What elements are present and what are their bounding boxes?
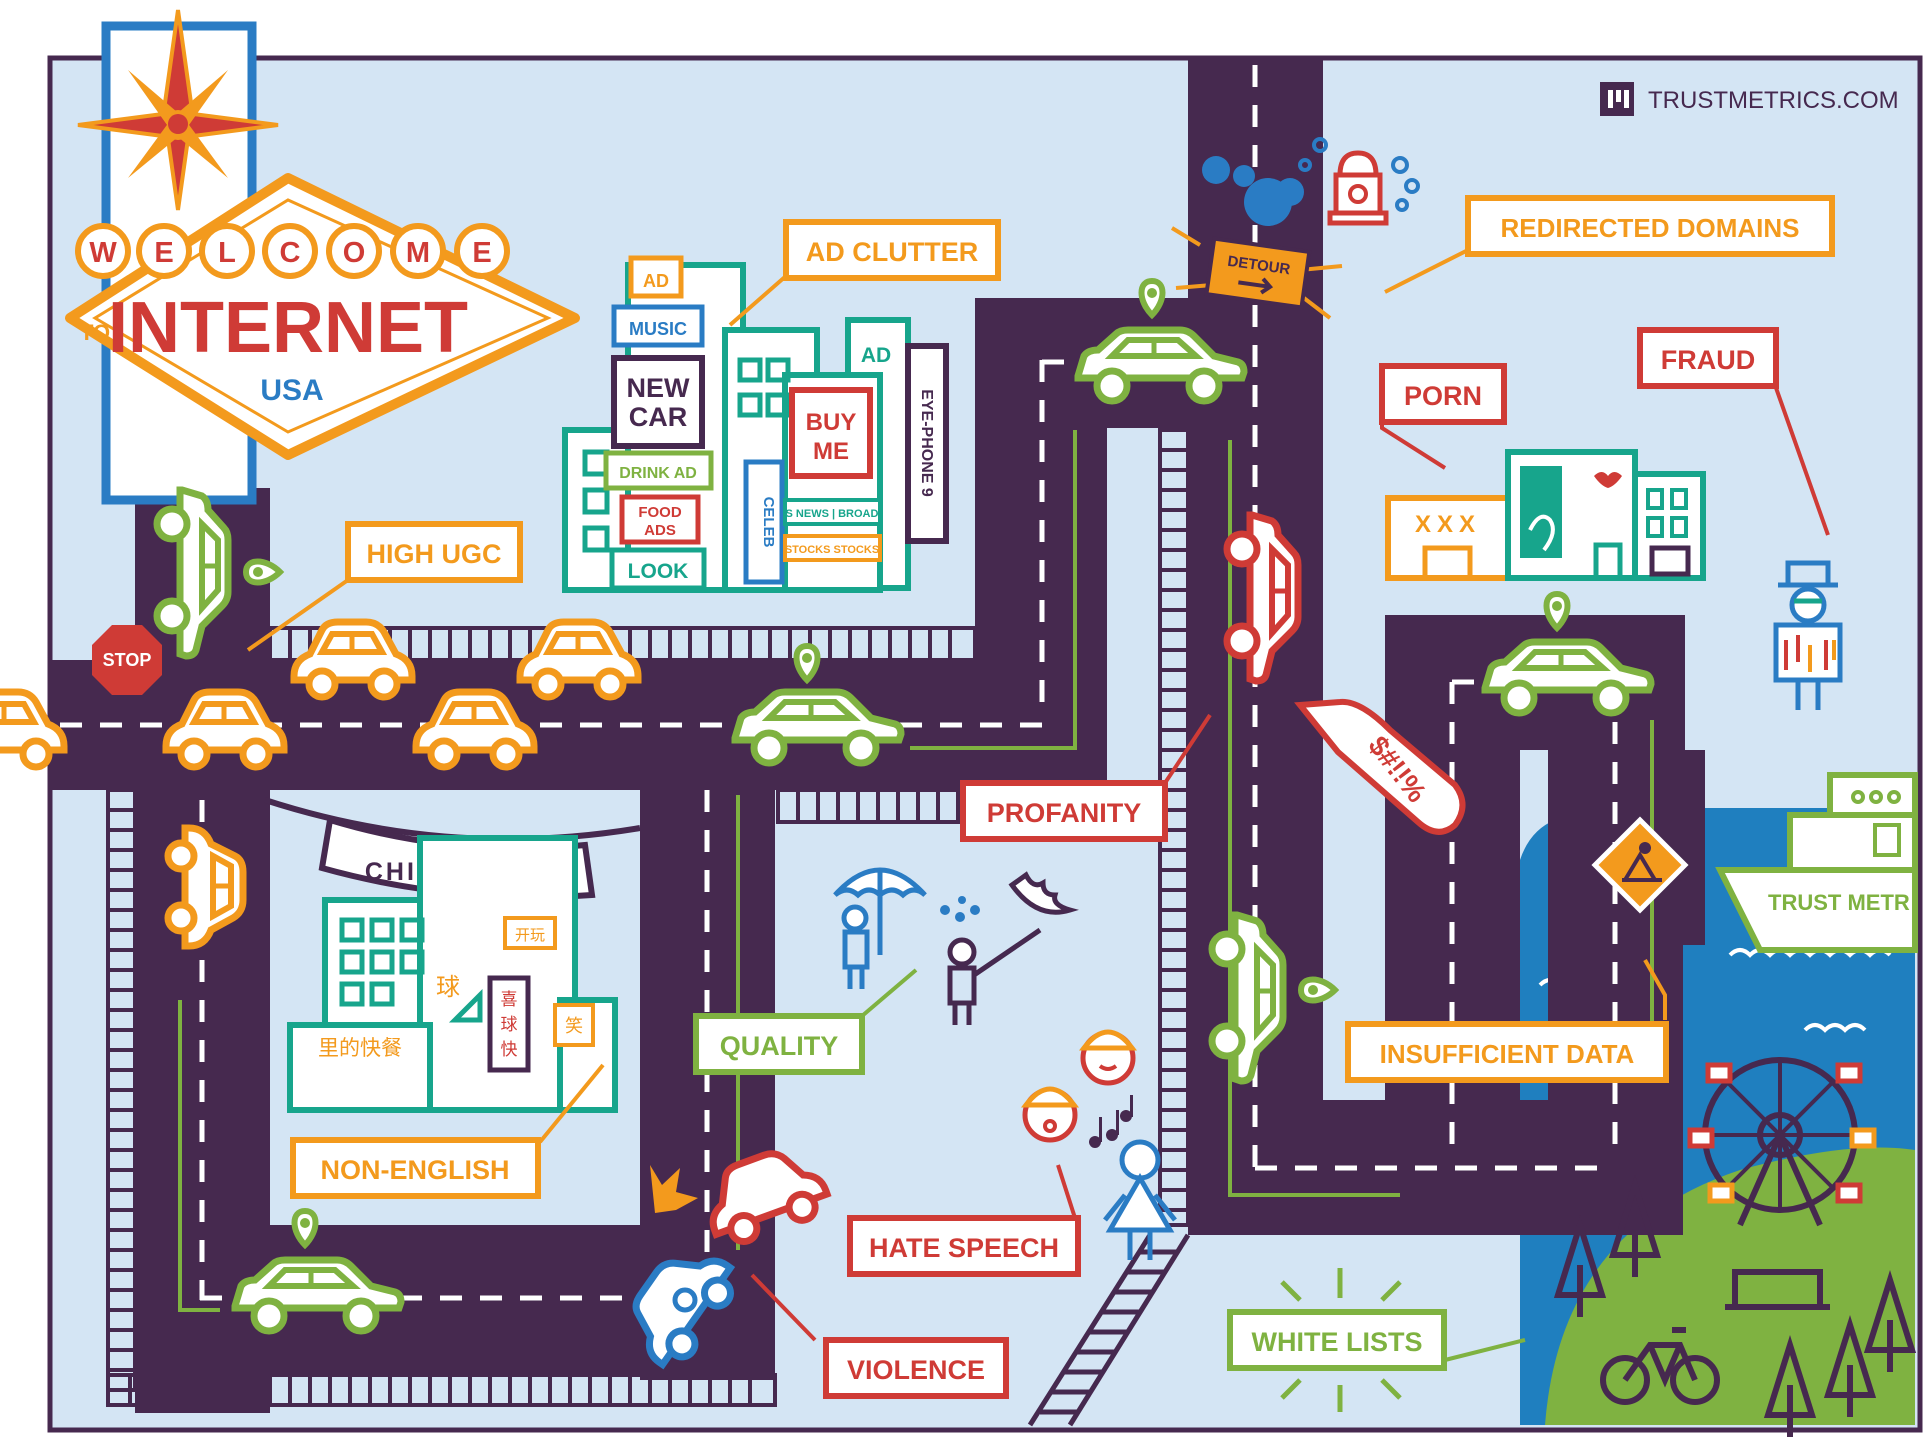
welcome-letter: W [89, 237, 117, 269]
label-non-english: NON-ENGLISH [321, 1155, 510, 1185]
xxx-sign: XXX [1415, 511, 1481, 538]
boat: TRUST METR [1715, 772, 1918, 953]
welcome-letter: M [406, 237, 430, 269]
chinese-sign: 球 [501, 1015, 518, 1035]
buy-me-ad-sign: BUY [806, 409, 857, 436]
swear-bubble: $#!!% [1294, 698, 1466, 835]
welcome-letter: C [280, 237, 301, 269]
chinese-sign: 喜 [501, 990, 518, 1010]
news-ticker: S NEWS | BROAD [786, 508, 879, 520]
label-redirected-domains: REDIRECTED DOMAINS [1500, 213, 1799, 243]
stop-label: STOP [103, 650, 152, 670]
sign-internet: INTERNET [108, 288, 468, 368]
ad-sign: AD [861, 344, 891, 367]
label-ad-clutter: AD CLUTTER [806, 237, 978, 267]
compass-star-icon [77, 9, 279, 211]
welcome-sign: W E L C O M E TO INTERNET USA [65, 9, 580, 505]
new-car-ad-sign: CAR [629, 402, 688, 432]
label-fraud: FRAUD [1661, 345, 1756, 375]
water-splash [1202, 137, 1420, 226]
eye-phone-ad-sign: EYE-PHONE 9 [918, 389, 935, 497]
stocks-ticker: STOCKS STOCKS [785, 544, 879, 556]
angry-faces [1020, 1029, 1177, 1260]
drink-ad-sign: DRINK AD [619, 465, 697, 482]
ad-buildings: AD MUSIC NEW CAR DRINK AD FOOD ADS LOOK … [562, 255, 949, 593]
label-white-lists: WHITE LISTS [1252, 1327, 1423, 1357]
white-lists-rays [1280, 1268, 1402, 1412]
detour-sign: DETOUR [1170, 226, 1343, 320]
label-porn: PORN [1404, 381, 1482, 411]
worker-icon [1639, 842, 1651, 854]
sign-usa: USA [260, 374, 323, 407]
label-hate-speech: HATE SPEECH [869, 1233, 1059, 1263]
stop-sign: STOP [92, 625, 162, 695]
ad-sign: AD [643, 271, 669, 291]
chinatown-district: CHINATOWN 开玩 球 喜 球 快 笑 里的快餐 [264, 797, 641, 1113]
welcome-letter: O [343, 237, 366, 269]
callouts: AD CLUTTER REDIRECTED DOMAINS PORN FRAUD… [246, 195, 1835, 1399]
bench-icon [1725, 1269, 1830, 1310]
brand-name: TRUSTMETRICS.COM [1648, 87, 1899, 114]
label-high-ugc: HIGH UGC [367, 539, 502, 569]
chinese-sign: 开玩 [515, 926, 545, 944]
sign-to: TO [80, 320, 110, 345]
food-ads-sign: ADS [644, 522, 676, 539]
bicycle-icon [1600, 1327, 1720, 1405]
label-profanity: PROFANITY [987, 798, 1142, 828]
chinese-sign: 里的快餐 [318, 1036, 402, 1060]
label-insufficient-data: INSUFFICIENT DATA [1380, 1039, 1635, 1069]
explosion-icon [650, 1165, 698, 1213]
food-ads-sign: FOOD [638, 504, 681, 521]
welcome-letter: L [218, 237, 236, 269]
construction-sign [1591, 816, 1689, 914]
boat-name: TRUST METR [1768, 890, 1910, 915]
look-ad-sign: LOOK [628, 560, 689, 583]
chinese-sign: 笑 [565, 1016, 583, 1037]
person-umbrella-icon [833, 867, 927, 989]
label-quality: QUALITY [720, 1031, 839, 1061]
label-violence: VIOLENCE [847, 1355, 985, 1385]
brand-logo: TRUSTMETRICS.COM [1600, 82, 1899, 116]
person-broken-umbrella-icon [940, 871, 1079, 1025]
music-notes-icon [1089, 1095, 1133, 1148]
chinese-sign: 快 [501, 1040, 518, 1060]
lips-icon [1594, 472, 1622, 488]
park-grass [1545, 1147, 1915, 1425]
fire-hydrant-icon [1327, 150, 1389, 226]
celeb-ad-sign: CELEB [760, 497, 777, 548]
music-ad-sign: MUSIC [629, 319, 687, 339]
chinese-sign: 球 [436, 973, 460, 1001]
welcome-letter: E [472, 237, 491, 269]
car-crash [632, 1150, 832, 1370]
adult-district: XXX [1385, 449, 1706, 581]
new-car-ad-sign: NEW [627, 373, 691, 403]
buy-me-ad-sign: ME [813, 438, 849, 465]
ferris-wheel-icon [1687, 1057, 1877, 1227]
fraud-person-icon [1773, 560, 1843, 710]
welcome-letter: E [154, 237, 173, 269]
